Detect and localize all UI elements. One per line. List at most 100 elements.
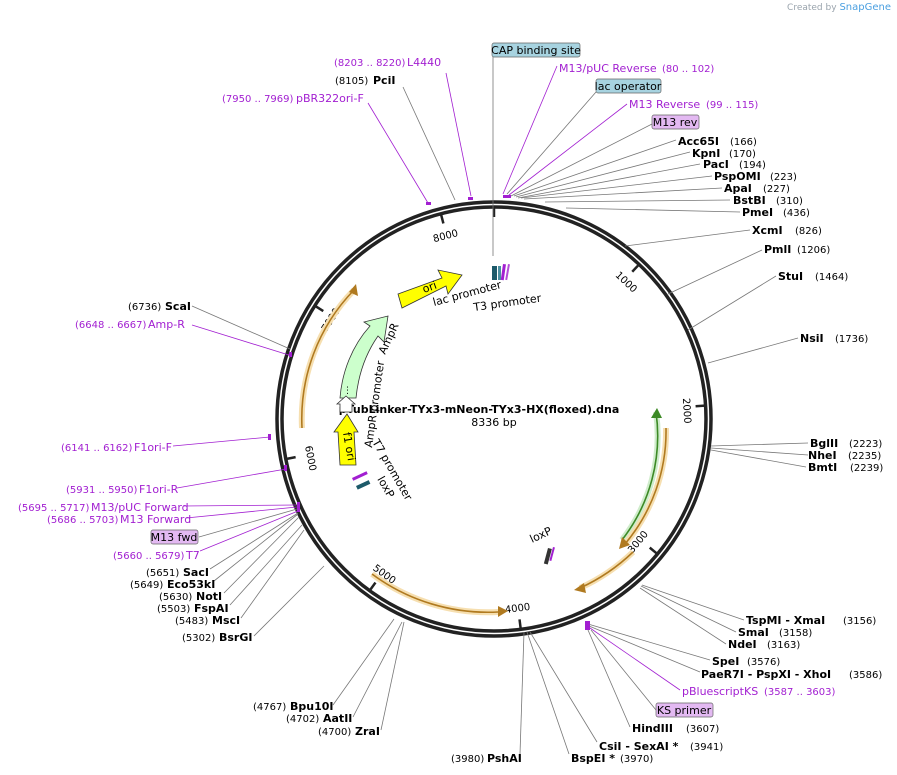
enzyme-nhei: NheI (808, 449, 837, 462)
svg-text:(3607): (3607) (686, 724, 719, 735)
primer-pbluescriptks: pBluescriptKS (682, 685, 758, 698)
svg-text:(3586): (3586) (849, 670, 882, 681)
svg-text:(1464): (1464) (815, 272, 848, 283)
tick-label-8000: 8000 (432, 228, 459, 245)
orf-arc-green-head (651, 408, 662, 418)
cap-binding-site-label: CAP binding site (491, 44, 581, 57)
enzyme-labels-right: Acc65I (166) KpnI (170) PacI (194) PspOM… (451, 135, 883, 765)
enzyme-aatii: AatII (323, 712, 352, 725)
cap-mark (498, 266, 501, 280)
svg-text:(3941): (3941) (690, 742, 723, 753)
plasmid-length: 8336 bp (471, 416, 516, 429)
orf-arc-green-core (621, 411, 659, 541)
primer-f1ori-f: F1ori-F (134, 441, 172, 454)
svg-text:(194): (194) (739, 160, 766, 171)
orf-arc-lower-right (578, 549, 636, 591)
tick-4000 (518, 619, 523, 631)
m13-reverse-label: M13 Reverse (629, 98, 700, 111)
svg-text:(3163): (3163) (767, 640, 800, 651)
svg-text:(5686 .. 5703): (5686 .. 5703) (47, 515, 119, 526)
svg-text:(436): (436) (783, 208, 810, 219)
credit-prefix: Created by (787, 3, 837, 13)
svg-text:(3980): (3980) (451, 754, 484, 765)
svg-text:(223): (223) (770, 172, 797, 183)
enzyme-pspomi: PspOMI (714, 170, 761, 183)
enzyme-eco53ki: Eco53kI (167, 578, 215, 591)
ampr-arrow (339, 315, 389, 399)
ampr-promoter-arrow (335, 395, 357, 413)
enzyme-noti: NotI (196, 590, 222, 603)
svg-text:(166): (166) (730, 137, 757, 148)
primer-t7: T7 (185, 549, 200, 562)
svg-text:(6648 .. 6667): (6648 .. 6667) (75, 320, 147, 331)
loxp-mark-left (356, 480, 371, 490)
ori-feature: ori (397, 269, 463, 309)
orf-arc-lower-right-head (574, 583, 586, 593)
primer-pbr322ori-f: pBR322ori-F (296, 92, 364, 105)
m13-fwd-box (150, 529, 199, 545)
enzyme-smai: SmaI (738, 626, 769, 639)
m13-puc-reverse-pos: (80 .. 102) (662, 64, 714, 75)
orf-arc-left-core (300, 289, 355, 429)
svg-text:(3576): (3576) (747, 657, 780, 668)
svg-text:(3587 .. 3603): (3587 .. 3603) (764, 687, 836, 698)
svg-text:(3156): (3156) (843, 616, 876, 627)
enzyme-bmti: BmtI (808, 461, 837, 474)
m13-rev-box (651, 114, 700, 130)
primer-amp-r: Amp-R (148, 318, 185, 331)
enzyme-kpni: KpnI (692, 147, 720, 160)
enzyme-xcmi: XcmI (752, 224, 783, 237)
svg-text:(8105): (8105) (335, 76, 368, 87)
enzyme-nsii: NsiI (800, 332, 824, 345)
tick-2000 (695, 404, 707, 408)
tick-label-4000: 4000 (504, 602, 531, 616)
enzyme-scai: ScaI (165, 300, 191, 313)
svg-text:(3158): (3158) (779, 628, 812, 639)
labels-left: ZraI (4700) AatII (4702) Bpu10I (4767) B… (18, 56, 472, 738)
snapgene-logo: SnapGene (839, 2, 891, 13)
orf-arc-bottom-core (371, 573, 499, 614)
orf-arc-right-core (624, 427, 667, 545)
ori-arrow (397, 269, 463, 309)
tick-7000 (313, 304, 324, 313)
enzyme-hindiii: HindIII (632, 722, 673, 735)
enzyme-msci: MscI (212, 614, 240, 627)
enzyme-bpu10i: Bpu10I (290, 700, 334, 713)
svg-text:(5695 .. 5717): (5695 .. 5717) (18, 503, 90, 514)
svg-text:(310): (310) (776, 196, 803, 207)
tick-8000 (439, 212, 445, 224)
enzyme-pshai: PshAI (487, 752, 522, 765)
ampr-dots: ⋮ (343, 386, 352, 396)
enzyme-pmei: PmeI (742, 206, 773, 219)
svg-text:(5651): (5651) (146, 568, 179, 579)
enzyme-stui: StuI (778, 270, 803, 283)
t3-mark (500, 263, 506, 281)
svg-text:(5931 .. 5950): (5931 .. 5950) (66, 485, 138, 496)
svg-text:(8203 .. 8220): (8203 .. 8220) (334, 58, 406, 69)
svg-text:(5483): (5483) (175, 616, 208, 627)
enzyme-fspai: FspAI (194, 602, 229, 615)
tick-1000 (631, 262, 641, 273)
svg-text:(5302): (5302) (182, 633, 215, 644)
enzyme-saci: SacI (183, 566, 209, 579)
lac-promoter-mark (492, 266, 497, 280)
lac-operator-label: lac operator (595, 80, 662, 93)
enzyme-bstbi: BstBI (733, 194, 766, 207)
enzyme-ndei: NdeI (728, 638, 757, 651)
svg-text:(5649): (5649) (130, 580, 163, 591)
svg-text:(5660 .. 5679): (5660 .. 5679) (113, 551, 185, 562)
tick-3000 (648, 546, 660, 556)
svg-text:(3970): (3970) (620, 754, 653, 765)
snapgene-credit: Created by SnapGene (787, 2, 891, 13)
svg-text:(1206): (1206) (797, 245, 830, 256)
svg-text:(2223): (2223) (849, 439, 882, 450)
svg-text:(2235): (2235) (848, 451, 881, 462)
enzyme-spei: SpeI (712, 655, 739, 668)
svg-text:(6141 .. 6162): (6141 .. 6162) (61, 443, 133, 454)
callouts: CAP binding site M13/pUC Reverse (80 .. … (18, 42, 883, 765)
enzyme-paci: PacI (703, 158, 729, 171)
lac-operator-box (595, 78, 662, 94)
primer-l4440: L4440 (407, 56, 441, 69)
m13-puc-reverse-label: M13/pUC Reverse (559, 62, 657, 75)
svg-text:(1736): (1736) (835, 334, 868, 345)
